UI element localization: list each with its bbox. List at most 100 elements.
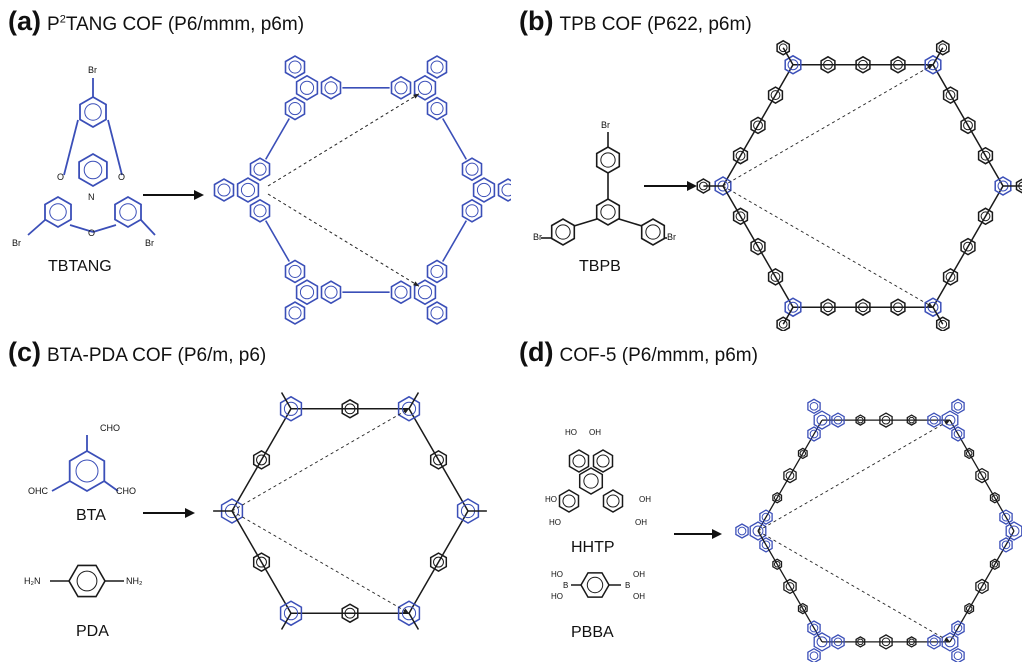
aromatic-circle (908, 416, 915, 424)
benzene-ring (472, 177, 496, 203)
panel-c-title: (c)BTA-PDA COF (P6/m, p6) (8, 337, 266, 368)
network-edge (722, 185, 794, 308)
aromatic-circle (401, 606, 417, 621)
benzene-ring (284, 96, 306, 121)
atom-ho-top: HO (565, 428, 577, 437)
node-ring (999, 537, 1013, 553)
benzene-ring (960, 237, 976, 256)
reaction-arrowhead (185, 508, 195, 518)
aromatic-circle (430, 60, 444, 74)
benzene-ring (640, 218, 666, 246)
aromatic-circle (735, 150, 746, 161)
benzene-ring (855, 55, 871, 74)
node-ring (994, 176, 1012, 196)
network-edge (932, 64, 1004, 187)
outer-link (280, 392, 292, 410)
aromatic-circle (394, 81, 408, 95)
aromatic-circle (645, 224, 661, 240)
aromatic-circle (1018, 181, 1022, 191)
benzene-ring (249, 157, 271, 182)
precursor-label-bta: BTA (76, 507, 106, 524)
aromatic-circle (953, 623, 963, 633)
benzene-ring (284, 301, 306, 325)
benzene-ring (602, 489, 624, 513)
unit-cell-arrowhead (927, 302, 933, 308)
aromatic-circle (823, 59, 833, 70)
benzene-ring (79, 95, 107, 129)
aromatic-circle (785, 471, 795, 480)
node-ring (924, 54, 942, 75)
precursor-label-hhtp: HHTP (571, 539, 615, 556)
aromatic-circle (572, 454, 586, 468)
reaction-arrowhead (687, 181, 697, 191)
aromatic-circle (283, 401, 299, 416)
benzene-ring (252, 450, 271, 470)
aromatic-circle (927, 59, 939, 71)
network-edge (949, 419, 1015, 532)
aromatic-circle (596, 454, 610, 468)
benzene-ring (320, 75, 342, 100)
panel-b-title: (b)TPB COF (P622, p6m) (519, 6, 752, 37)
benzene-ring (592, 449, 614, 473)
aromatic-circle (753, 241, 763, 252)
benzene-ring (960, 116, 976, 135)
aromatic-circle (823, 302, 833, 313)
atom-n-center: N (88, 192, 95, 202)
node-ring (749, 521, 767, 541)
atom-oh-top: OH (589, 428, 601, 437)
benzene-ring (426, 55, 448, 79)
aromatic-circle (417, 80, 433, 95)
bond (107, 119, 123, 176)
panel-a-title-pre: P (47, 14, 60, 35)
benzene-ring (568, 449, 590, 473)
aromatic-circle (417, 285, 433, 300)
aromatic-circle (737, 526, 747, 536)
benzene-ring (750, 237, 766, 256)
aromatic-circle (833, 637, 843, 647)
aromatic-circle (977, 471, 987, 480)
benzene-ring (820, 55, 836, 74)
aromatic-circle (288, 306, 302, 320)
bond-br (27, 219, 46, 236)
aromatic-circle (816, 636, 828, 648)
benzene-ring (879, 634, 893, 650)
unit-cell-arrowhead (403, 408, 409, 414)
aromatic-circle (465, 204, 479, 218)
panel-b: (b)TPB COF (P622, p6m) Br Br Br TBPB (511, 0, 1022, 331)
aromatic-circle (977, 582, 987, 591)
node-ring (397, 395, 421, 422)
atom-nh2: NH₂ (126, 576, 143, 586)
node-ring (714, 176, 732, 196)
node-ring (941, 410, 959, 430)
network-link (265, 220, 290, 262)
p2tang-network (213, 55, 511, 325)
unit-cell-vector (757, 419, 951, 532)
benzene-ring (776, 316, 791, 331)
benzene-ring (783, 578, 797, 595)
panel-a-svg: Br Br Br N O O O (12, 55, 511, 325)
atom-ho-pbba-2: HO (551, 592, 563, 601)
benzene-ring (989, 558, 1000, 571)
benzene-ring (578, 467, 604, 495)
bta-molecule (51, 435, 119, 493)
aromatic-circle (980, 211, 991, 222)
node-ring (924, 297, 942, 318)
aromatic-circle (344, 607, 356, 619)
benzene-ring (890, 298, 906, 317)
aromatic-circle (752, 525, 764, 537)
bond-cho (51, 480, 71, 492)
aromatic-circle (991, 561, 999, 568)
outer-link (782, 306, 794, 325)
network-edge (408, 408, 469, 512)
tpb-network (696, 39, 1022, 331)
aromatic-circle (991, 494, 999, 501)
unit-cell-vector (722, 185, 934, 308)
node-ring (735, 523, 749, 539)
benzene-ring (295, 279, 319, 306)
aromatic-circle (430, 264, 444, 278)
panel-b-title-text: TPB COF (P622, p6m) (559, 14, 752, 35)
node-ring (927, 634, 941, 650)
benzene-ring (989, 491, 1000, 504)
benzene-ring (68, 449, 106, 493)
node-ring (813, 410, 831, 430)
